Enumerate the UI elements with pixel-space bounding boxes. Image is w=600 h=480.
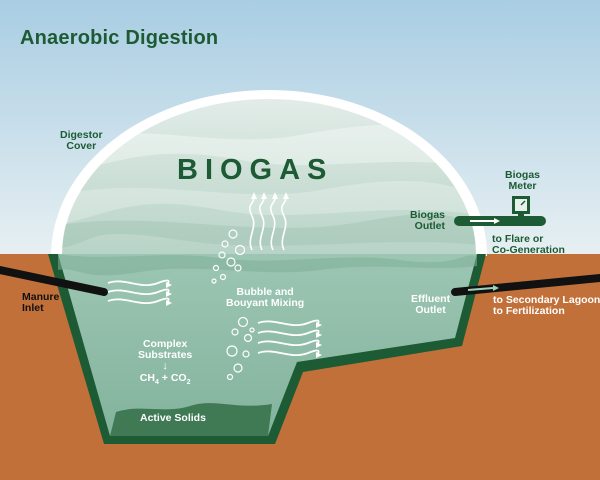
rising-gas-arrow-heads bbox=[251, 192, 289, 199]
effluent-flow-arrow bbox=[467, 287, 494, 291]
biogas-arrow-head bbox=[494, 218, 500, 224]
gas-waves bbox=[62, 124, 476, 248]
down-arrow-icon: ↓ bbox=[162, 360, 168, 373]
active-solids-layer bbox=[110, 403, 272, 436]
rising-gas-arrows-icon bbox=[248, 197, 287, 251]
biogas-label: BIOGAS bbox=[177, 154, 334, 186]
effluent-arrow-head bbox=[493, 285, 499, 291]
digestor-cover-label: Digestor Cover bbox=[60, 129, 103, 153]
liquid-surface bbox=[58, 254, 477, 276]
manure-inlet-pipe bbox=[0, 266, 108, 296]
bubble-mixing-label: Bubble and Bouyant Mixing bbox=[226, 286, 305, 310]
biogas-outlet-label: Biogas Outlet bbox=[410, 209, 446, 233]
effluent-outlet-label: Effluent Outlet bbox=[411, 293, 451, 317]
to-flare-label: to Flare or Co-Generation bbox=[492, 233, 565, 257]
products-formula: CH4 + CO2 bbox=[139, 371, 191, 386]
gas-meter-icon bbox=[512, 196, 530, 218]
complex-substrates-label: Complex Substrates ↓ CH4 + CO2 bbox=[138, 338, 193, 386]
active-solids-label: Active Solids bbox=[140, 412, 206, 424]
biogas-meter-label: Biogas Meter bbox=[505, 169, 541, 193]
diagram-title: Anaerobic Digestion bbox=[20, 27, 219, 49]
destination-label: to Secondary Lagoon to Fertilization bbox=[493, 294, 600, 318]
bubble-icon bbox=[211, 229, 255, 381]
manure-inlet-label: Manure Inlet bbox=[22, 291, 60, 315]
gas-dome bbox=[62, 99, 476, 256]
mixing-arrow-heads bbox=[166, 282, 322, 358]
